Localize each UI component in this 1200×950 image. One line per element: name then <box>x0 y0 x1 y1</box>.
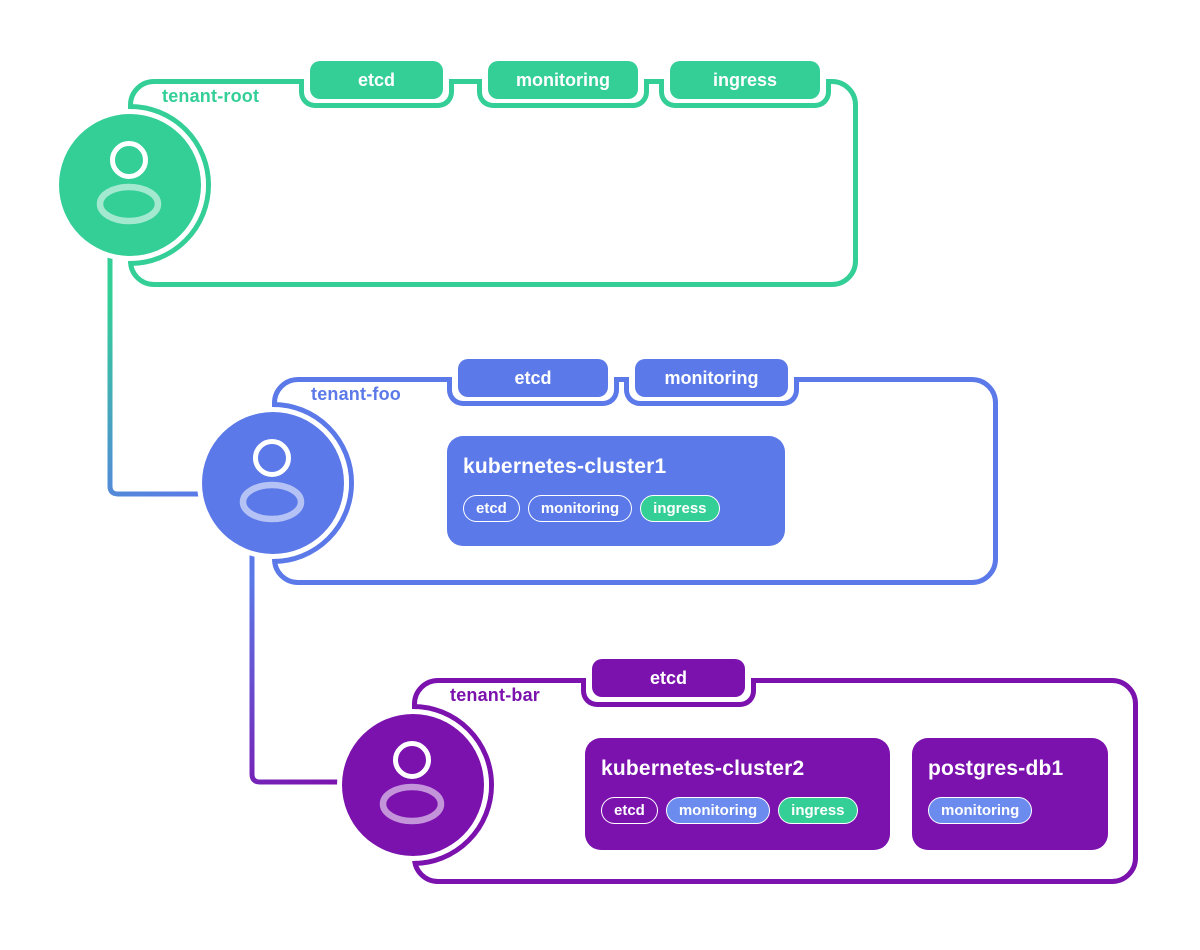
badge-row: etcd monitoring ingress <box>463 495 769 522</box>
tenant-root-avatar <box>59 114 201 256</box>
tenant-foo-tab-monitoring: monitoring <box>635 359 788 397</box>
card-title: kubernetes-cluster1 <box>463 455 667 478</box>
connector-root-to-foo <box>107 250 206 497</box>
tenant-root-label: tenant-root <box>162 86 260 106</box>
badge-ingress: ingress <box>640 495 720 522</box>
badge-etcd: etcd <box>463 495 520 522</box>
card-kubernetes-cluster1: kubernetes-cluster1 etcd monitoring ingr… <box>447 436 785 546</box>
tenant-foo-label: tenant-foo <box>311 384 401 404</box>
badge-monitoring: monitoring <box>665 797 771 824</box>
tenant-foo-tab-etcd: etcd <box>458 359 608 397</box>
badge-row: monitoring <box>928 797 1092 824</box>
card-postgres-db1: postgres-db1 monitoring <box>912 738 1108 850</box>
tenant-bar-tab-etcd: etcd <box>592 659 745 697</box>
tenant-foo-avatar <box>202 412 344 554</box>
badge-monitoring: monitoring <box>527 495 633 522</box>
card-kubernetes-cluster2: kubernetes-cluster2 etcd monitoring ingr… <box>585 738 890 850</box>
badge-ingress: ingress <box>778 797 858 824</box>
user-icon <box>96 141 162 225</box>
tenant-bar-label: tenant-bar <box>450 685 541 705</box>
tenant-root-tab-ingress: ingress <box>670 61 820 99</box>
badge-etcd: etcd <box>601 797 658 824</box>
connector-foo-to-bar <box>249 548 345 785</box>
badge-row: etcd monitoring ingress <box>601 797 874 824</box>
tenant-bar-avatar <box>342 714 484 856</box>
tenant-root-box <box>128 79 858 287</box>
badge-monitoring: monitoring <box>928 797 1033 824</box>
card-title: kubernetes-cluster2 <box>601 757 805 780</box>
tenant-root-tab-monitoring: monitoring <box>488 61 638 99</box>
card-title: postgres-db1 <box>928 757 1064 780</box>
tenant-root-tab-etcd: etcd <box>310 61 443 99</box>
user-icon <box>379 741 445 825</box>
user-icon <box>239 439 305 523</box>
